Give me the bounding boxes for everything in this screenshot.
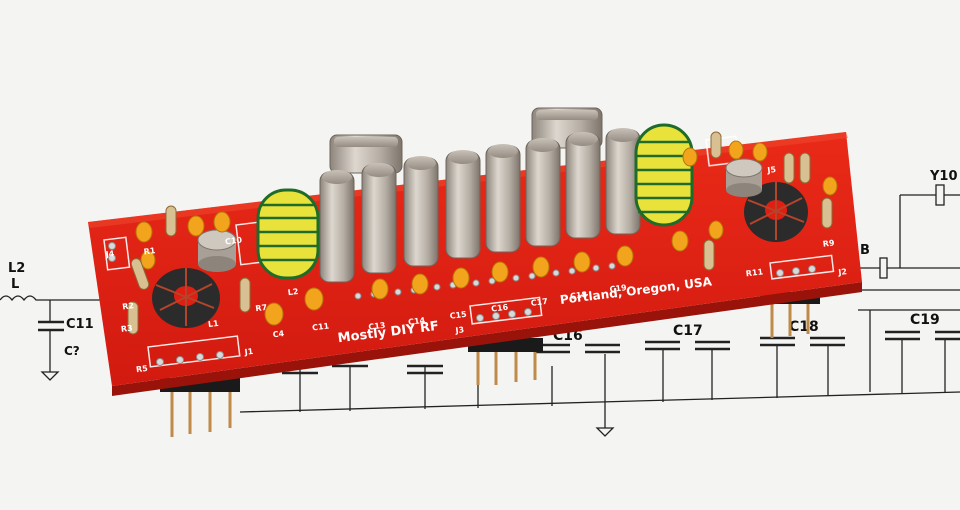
silk-c14: C14 — [408, 316, 426, 327]
silk-r3: R3 — [120, 323, 133, 333]
silk-j4: J4 — [104, 249, 115, 259]
schematic-label-c-unknown: C? — [64, 344, 80, 358]
crystal-5 — [485, 144, 521, 253]
ceramic-capacitors — [135, 140, 838, 326]
silk-j3: J3 — [454, 325, 465, 335]
schematic-label-c17: C17 — [673, 323, 703, 339]
schematic-label-c11: C11 — [66, 317, 94, 332]
silk-c19: C19 — [609, 283, 627, 294]
silk-c13: C13 — [368, 321, 386, 332]
silk-c16: C16 — [491, 303, 509, 314]
silk-r5: R5 — [135, 364, 148, 374]
silk-c17: C17 — [530, 297, 548, 308]
silk-c18: C18 — [570, 290, 588, 301]
toroid-black-right — [744, 182, 808, 242]
resistors — [127, 131, 833, 335]
schematic-background — [0, 184, 960, 437]
crystal-4 — [445, 150, 481, 259]
crystal-7 — [565, 132, 601, 239]
crystal-2 — [361, 163, 397, 274]
schematic-label-c19: C19 — [910, 312, 940, 328]
silk-j5: J5 — [766, 165, 777, 175]
schematic-label-y10: Y10 — [929, 169, 958, 184]
crystal-1 — [319, 170, 355, 283]
silk-c4: C4 — [272, 329, 285, 339]
transistor-left — [197, 229, 237, 272]
crystal-6 — [525, 138, 561, 247]
schematic-label-l2: L2 — [8, 261, 25, 276]
crystal-3 — [403, 156, 439, 267]
silk-j1: J1 — [243, 347, 254, 357]
silk-l1: L1 — [208, 319, 220, 329]
silk-c15: C15 — [449, 310, 467, 321]
silk-c10: C10 — [225, 235, 243, 246]
silk-r1: R1 — [143, 246, 156, 256]
toroid-black-left — [152, 268, 220, 328]
silk-l2: L2 — [287, 287, 299, 297]
silk-r9: R9 — [822, 238, 835, 248]
schematic-label-c18: C18 — [789, 319, 819, 335]
schematic-labels: L2 L C11 C? C16 C17 C18 C19 Y10 B — [8, 169, 958, 358]
crystal-row-front — [319, 128, 641, 283]
silk-c11: C11 — [312, 321, 330, 332]
schematic-label-b: B — [860, 243, 870, 258]
schematic-label-l: L — [11, 277, 19, 292]
silk-j2: J2 — [837, 267, 848, 277]
toroid-yellow-right — [634, 123, 694, 227]
silk-r2: R2 — [122, 301, 135, 311]
silk-r11: R11 — [745, 267, 764, 278]
toroid-yellow-left — [256, 188, 320, 280]
silk-r7: R7 — [255, 303, 268, 313]
header-pins — [170, 300, 810, 437]
transistor-right — [725, 158, 763, 197]
